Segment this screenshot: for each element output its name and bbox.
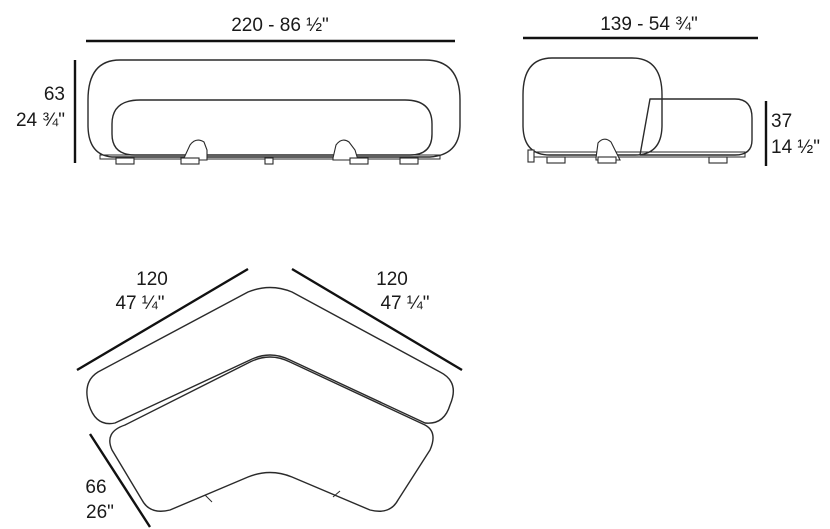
front-foot-1 <box>115 157 135 165</box>
top-depth-metric: 66 <box>85 477 106 498</box>
top-depth-imperial: 26" <box>86 502 114 523</box>
top-foot-left <box>204 494 213 503</box>
top-left-imperial: 47 ¼" <box>115 293 164 314</box>
side-hook <box>595 138 621 161</box>
side-foot-3 <box>597 156 617 164</box>
side-foot-2 <box>546 156 566 164</box>
front-view: 220 - 86 ½" 63 24 ¾" <box>16 15 461 165</box>
front-foot-5 <box>399 157 419 165</box>
side-back-block <box>522 57 663 156</box>
side-seat <box>639 98 753 156</box>
front-height-imperial: 24 ¾" <box>16 110 65 131</box>
top-right-metric: 120 <box>376 269 408 290</box>
front-foot-3 <box>264 157 274 165</box>
top-left-dimension-line <box>76 267 249 372</box>
front-foot-2 <box>180 157 200 165</box>
side-seat-metric: 37 <box>771 111 792 132</box>
front-height-metric: 63 <box>44 84 65 105</box>
side-view: 139 - 54 ¾" 37 14 ½" <box>522 14 820 166</box>
top-right-imperial: 47 ¼" <box>380 293 429 314</box>
top-depth-dimension-line <box>88 433 152 528</box>
top-backrest <box>86 286 454 425</box>
side-seat-imperial: 14 ½" <box>771 137 820 158</box>
front-seat-cushion <box>111 99 433 156</box>
top-right-dimension-line <box>291 267 463 372</box>
top-seat <box>109 356 434 512</box>
top-left-metric: 120 <box>136 269 168 290</box>
top-view: 120 47 ¼" 120 47 ¼" 66 26" <box>76 267 463 528</box>
front-left-hook <box>183 139 208 161</box>
front-backrest <box>87 59 461 158</box>
top-foot-right <box>332 490 341 498</box>
front-right-hook <box>332 139 359 161</box>
side-width-label: 139 - 54 ¾" <box>600 14 698 35</box>
side-foot-1 <box>527 149 535 163</box>
side-foot-4 <box>708 156 728 164</box>
front-foot-4 <box>349 157 369 165</box>
front-width-label: 220 - 86 ½" <box>231 15 329 36</box>
